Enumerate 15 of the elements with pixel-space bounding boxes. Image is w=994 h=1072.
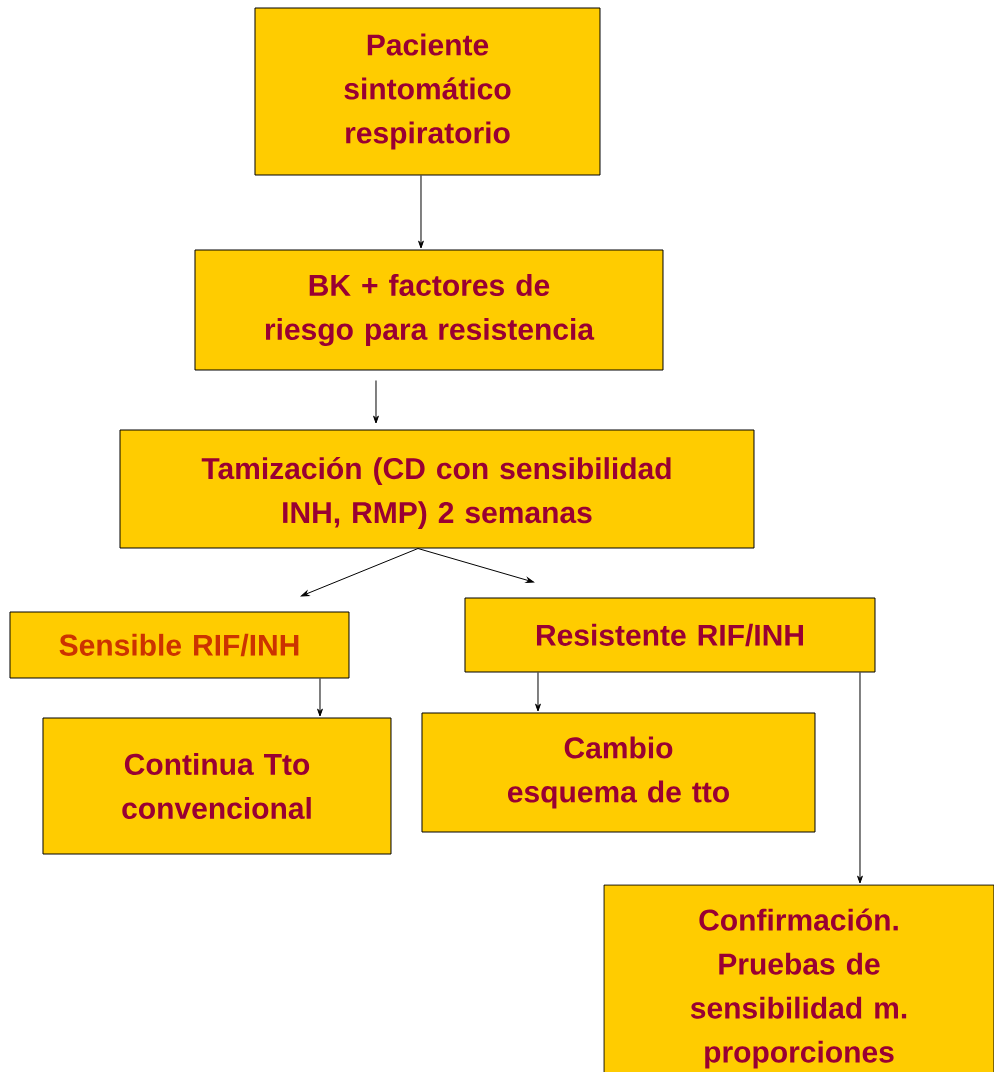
arrow (300, 548, 419, 597)
process-box: Paciente sintomático respiratorio (254, 7, 601, 176)
process-box: Resistente RIF/INH (464, 597, 876, 673)
arrow (418, 175, 424, 249)
process-box: Continua Tto convencional (42, 717, 392, 855)
arrow (857, 672, 863, 884)
arrow (535, 672, 541, 712)
process-box: Tamización (CD con sensibilidad INH, RMP) 2 semanas (119, 429, 755, 549)
arrow (417, 548, 535, 583)
process-box: Sensible RIF/INH (9, 611, 350, 679)
arrow (317, 678, 323, 717)
arrow (373, 380, 379, 424)
process-box: Cambio esquema de tto (421, 712, 816, 833)
process-box: Confirmación. Pruebas de sensibilidad m. proporciones (603, 884, 994, 1072)
process-box: BK + factores de riesgo para resistencia (194, 249, 664, 371)
